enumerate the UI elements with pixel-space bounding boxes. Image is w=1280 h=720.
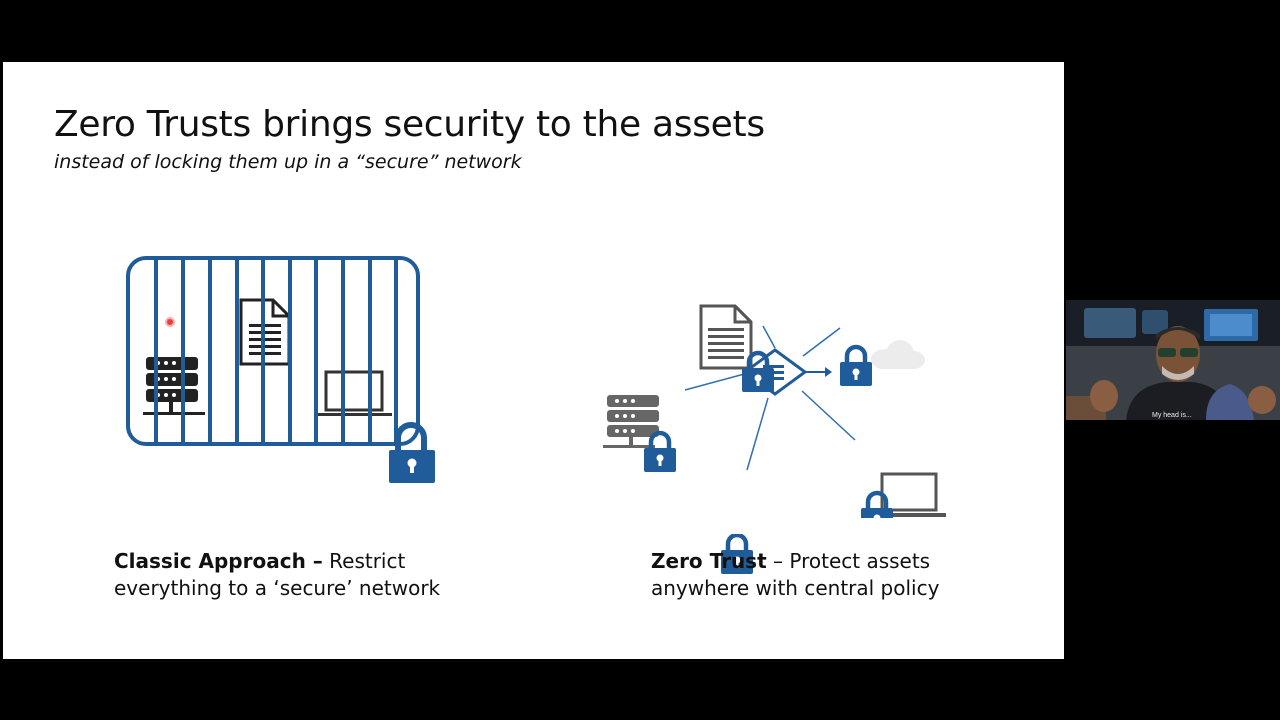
- webcam-feed: My head is...: [1066, 300, 1280, 420]
- classic-approach-illustration: [126, 256, 435, 483]
- classic-approach-text-line1: Restrict: [322, 549, 406, 573]
- zero-trust-text-line2: anywhere with central policy: [651, 576, 940, 600]
- policy-connections: [684, 325, 856, 471]
- document-icon: [699, 304, 753, 370]
- padlock-icon: [721, 534, 753, 574]
- slide-subtitle: instead of locking them up in a “secure”…: [54, 151, 522, 173]
- shirt-text: My head is...: [1152, 412, 1192, 419]
- slide-title: Zero Trusts brings security to the asset…: [54, 104, 765, 145]
- laser-pointer-dot: [165, 317, 175, 327]
- laptop-icon: [316, 370, 392, 416]
- cloud-icon: [871, 340, 925, 369]
- presenter-webcam: My head is...: [1066, 300, 1280, 420]
- padlock-icon: [389, 422, 435, 483]
- padlock-icon: [861, 490, 893, 518]
- zero-trust-text-line1: – Protect assets: [766, 549, 931, 573]
- classic-approach-heading: Classic Approach –: [114, 549, 323, 573]
- padlock-icon: [644, 430, 676, 472]
- padlock-icon: [840, 344, 872, 386]
- zero-trust-illustration: [603, 304, 946, 518]
- server-icon: [143, 357, 205, 415]
- padlock-icon: [742, 350, 774, 392]
- classic-approach-text-line2: everything to a ‘secure’ network: [114, 576, 441, 600]
- presentation-slide: Zero Trusts brings security to the asset…: [3, 62, 1064, 659]
- zero-trust-heading: Zero Trust: [651, 549, 767, 573]
- server-icon: [603, 395, 659, 448]
- zero-trust-caption: Zero Trust – Protect assets anywhere wit…: [651, 548, 939, 602]
- jail-bars-icon: [126, 256, 420, 446]
- bottom-padlock-illustration: [721, 534, 753, 574]
- classic-approach-caption: Classic Approach – Restrict everything t…: [114, 548, 440, 602]
